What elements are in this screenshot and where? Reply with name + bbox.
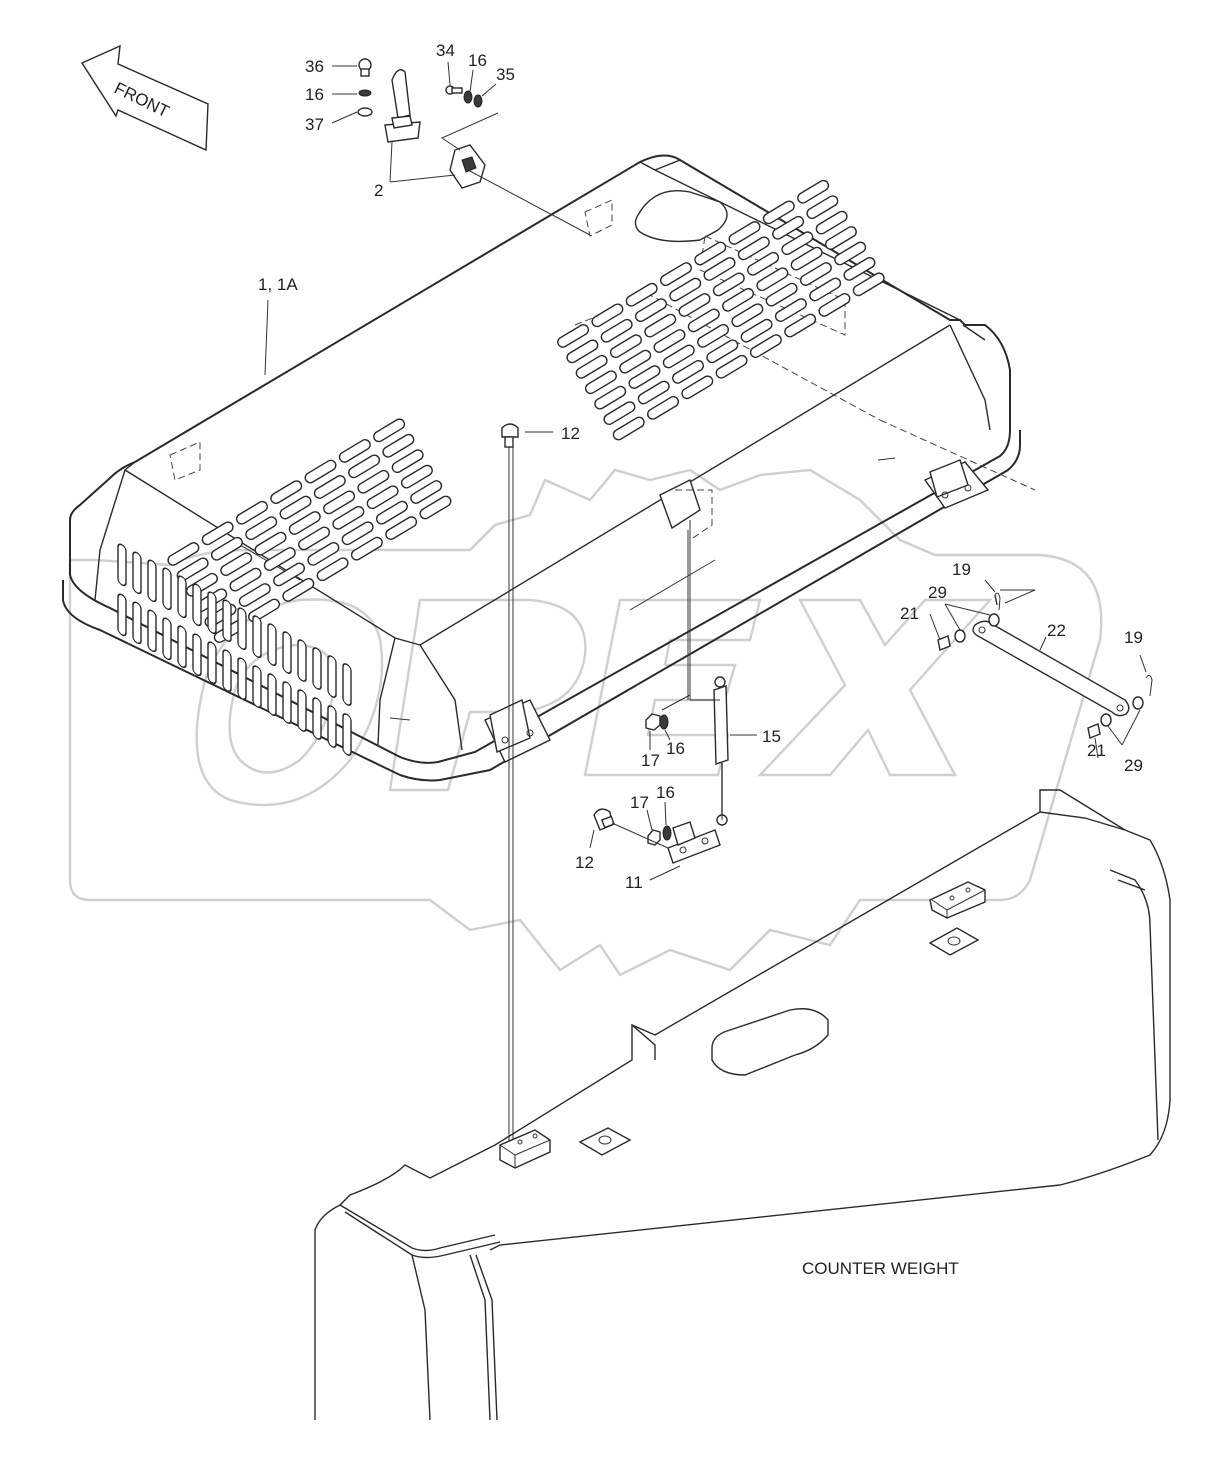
callout-35: 35 [496,65,515,84]
callout-16-bolt: 16 [468,51,487,70]
callout-19-left: 19 [952,560,971,579]
nut-washer-upper [645,694,691,750]
top-vent-slots-rear [557,179,887,443]
callout-22: 22 [1047,621,1066,640]
callout-17-bracket: 17 [630,793,649,812]
stay-rod-22 [929,579,1153,759]
callout-1-1a: 1, 1A [258,275,298,294]
front-arrow: FRONT [80,44,209,152]
callout-19-right: 19 [1124,628,1143,647]
callout-29-left: 29 [928,583,947,602]
counter-weight: COUNTER WEIGHT [314,789,1171,1421]
latch-assembly [357,58,486,189]
leader-lines-top [264,61,591,376]
side-vent-slots [117,541,352,756]
callout-16-bracket: 16 [656,783,675,802]
callout-17-spring: 17 [641,751,660,770]
callout-2: 2 [374,181,383,200]
counter-weight-label: COUNTER WEIGHT [802,1259,959,1278]
callout-12-lower: 12 [575,853,594,872]
callout-29-right: 29 [1124,756,1143,775]
bracket-11 [589,801,721,881]
hood-latch-bracket [169,199,713,541]
front-arrow-label: FRONT [111,79,172,122]
callout-11: 11 [625,873,643,892]
hood-hinge-rear [923,459,990,509]
callout-21-left: 21 [900,604,919,623]
engine-hood-cover [62,154,1036,782]
callout-36: 36 [305,57,324,76]
callout-21-right: 21 [1087,741,1106,760]
bolt-12-upper [501,423,553,1145]
callout-16-latch: 16 [305,85,324,104]
callout-34: 34 [436,41,455,60]
callout-15: 15 [762,727,781,746]
hood-hinge-front [484,698,551,763]
callout-16-spring: 16 [666,739,685,758]
callout-labels: 36 16 37 2 34 16 35 1, 1A 12 19 29 21 22… [258,41,1143,892]
top-vent-slots-front [167,418,454,645]
callout-37: 37 [305,115,324,134]
gas-spring-15 [687,520,757,826]
callout-12-upper: 12 [561,424,580,443]
